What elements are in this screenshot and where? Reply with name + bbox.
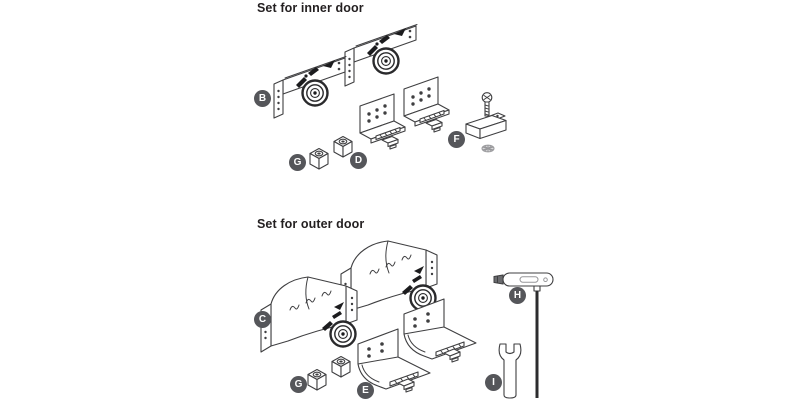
part-label-G-inner: G xyxy=(289,154,306,171)
square-nut xyxy=(309,147,329,170)
outer-door-set xyxy=(259,239,555,400)
square-nut xyxy=(333,135,353,158)
running-gear-rear xyxy=(343,23,419,88)
inner-door-set-title: Set for inner door xyxy=(257,1,364,15)
part-label-H: H xyxy=(509,287,526,304)
outer-door-set-title: Set for outer door xyxy=(257,217,365,231)
square-nut xyxy=(307,368,327,391)
clamp-with-screw xyxy=(465,92,507,153)
running-gear-front xyxy=(272,55,348,120)
square-nut xyxy=(331,355,351,378)
inner-door-set xyxy=(272,23,507,170)
part-label-F: F xyxy=(448,131,465,148)
part-label-D: D xyxy=(350,152,367,169)
running-gear-cover-front xyxy=(259,275,359,354)
part-label-G-outer: G xyxy=(290,376,307,393)
part-label-B: B xyxy=(254,90,271,107)
door-bracket-small-front xyxy=(359,93,406,150)
part-label-E: E xyxy=(357,382,374,399)
door-bracket-small-rear xyxy=(403,76,450,133)
part-label-C: C xyxy=(254,311,271,328)
part-label-I: I xyxy=(485,374,502,391)
open-end-wrench xyxy=(498,343,522,399)
